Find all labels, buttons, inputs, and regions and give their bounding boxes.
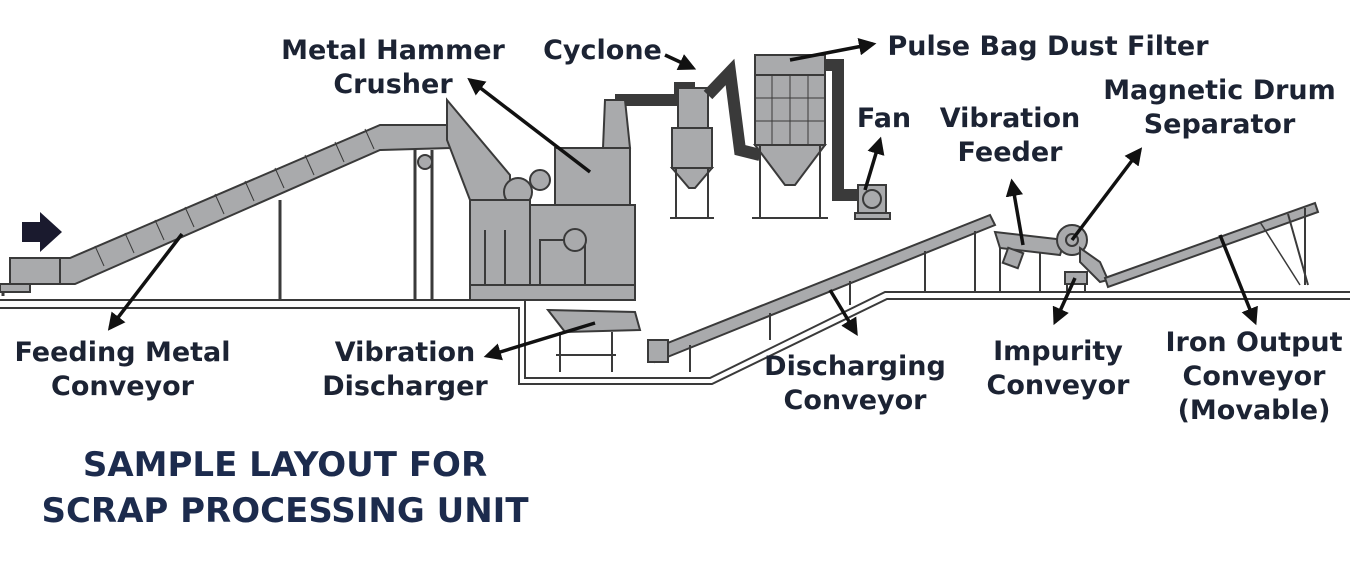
vibration-feeder (993, 230, 1067, 292)
arrow-vibration-feeder (1005, 178, 1025, 246)
ground-line (0, 291, 1350, 385)
diagram-title: SAMPLE LAYOUT FOR SCRAP PROCESSING UNIT (20, 442, 550, 534)
label-magnetic-drum-separator: Magnetic Drum Separator (1103, 75, 1336, 140)
arrow-discharging-conveyor (828, 289, 858, 336)
label-cyclone: Cyclone (543, 35, 662, 66)
label-iron-output-conveyor: Iron Output Conveyor (Movable) (1165, 327, 1343, 426)
arrow-magnetic-drum-separator (1070, 147, 1143, 242)
fan (854, 184, 891, 220)
arrow-metal-hammer-crusher (467, 77, 592, 174)
arrow-cyclone (664, 53, 697, 71)
label-vibration-feeder: Vibration Feeder (939, 103, 1081, 168)
label-feeding-metal-conveyor: Feeding Metal Conveyor (14, 337, 231, 402)
label-discharging-conveyor: Discharging Conveyor (764, 351, 946, 416)
magnetic-drum-separator (1056, 224, 1110, 292)
label-vibration-discharger: Vibration Discharger (322, 337, 488, 402)
arrow-iron-output-conveyor (1218, 234, 1258, 326)
title-line-2: SCRAP PROCESSING UNIT (41, 491, 529, 531)
arrow-fan (863, 136, 885, 191)
arrow-pulse-bag-dust-filter (789, 38, 877, 62)
arrow-feeding-metal-conveyor (107, 232, 184, 331)
label-pulse-bag-dust-filter: Pulse Bag Dust Filter (887, 31, 1209, 62)
label-impurity-conveyor: Impurity Conveyor (986, 336, 1130, 401)
arrow-impurity-conveyor (1052, 277, 1077, 326)
metal-hammer-crusher (446, 97, 636, 301)
label-metal-hammer-crusher: Metal Hammer Crusher (281, 35, 505, 100)
feeding-metal-conveyor (0, 124, 451, 300)
pulse-bag-dust-filter (752, 54, 860, 219)
iron-output-conveyor (1103, 201, 1320, 289)
input-arrow-icon (22, 212, 62, 252)
cyclone (601, 58, 762, 219)
vibration-discharger (545, 308, 642, 372)
leader-arrows (107, 38, 1258, 361)
discharging-conveyor (647, 213, 997, 372)
arrow-vibration-discharger (483, 321, 596, 361)
label-fan: Fan (856, 103, 912, 134)
title-line-1: SAMPLE LAYOUT FOR (82, 445, 488, 485)
